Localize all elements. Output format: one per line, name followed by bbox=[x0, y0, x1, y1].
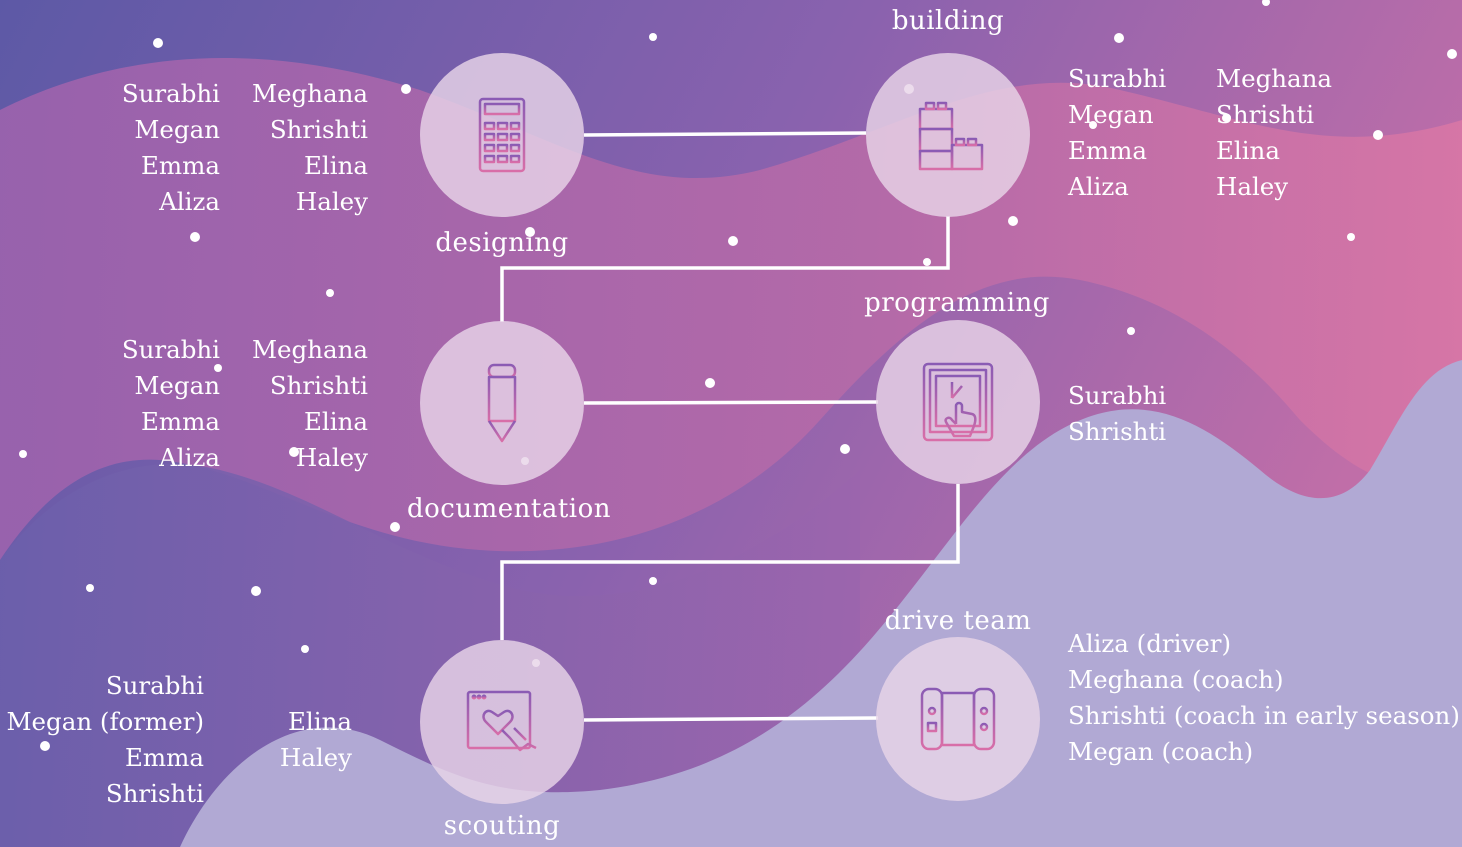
member-name: Aliza (driver) bbox=[1068, 629, 1232, 658]
building-members-col2: Meghana Shrishti Elina Haley bbox=[1216, 61, 1332, 205]
member-name: Shrishti (coach in early season) bbox=[1068, 701, 1460, 730]
member-name: Megan (coach) bbox=[1068, 737, 1254, 766]
game-controller-icon bbox=[920, 687, 996, 751]
member-name: Meghana bbox=[251, 79, 368, 108]
member-name: Surabhi bbox=[1068, 64, 1167, 93]
member-name: Shrishti bbox=[1068, 417, 1167, 446]
drive-team-members: Aliza (driver) Meghana (coach) Shrishti … bbox=[1068, 626, 1460, 770]
programming-label: programming bbox=[864, 288, 1050, 318]
member-name: Megan (former) bbox=[6, 707, 204, 736]
member-name: Surabhi bbox=[121, 79, 220, 108]
member-name: Emma bbox=[141, 407, 220, 436]
member-name: Emma bbox=[141, 151, 220, 180]
documentation-members-col2: Meghana Shrishti Elina Haley bbox=[252, 332, 368, 476]
scouting-node bbox=[420, 640, 584, 804]
member-name: Haley bbox=[295, 443, 368, 472]
scouting-members-col2: Elina Haley bbox=[280, 704, 352, 776]
scouting-label: scouting bbox=[443, 811, 561, 841]
member-name: Megan bbox=[134, 371, 220, 400]
programming-members: Surabhi Shrishti bbox=[1068, 378, 1166, 450]
member-name: Elina bbox=[288, 707, 352, 736]
member-name: Aliza bbox=[159, 187, 220, 216]
member-name: Shrishti bbox=[269, 115, 368, 144]
building-label: building bbox=[891, 6, 1005, 36]
building-node bbox=[866, 53, 1030, 217]
member-name: Emma bbox=[125, 743, 204, 772]
member-name: Elina bbox=[304, 407, 368, 436]
scouting-members-col1: Surabhi Megan (former) Emma Shrishti bbox=[6, 668, 204, 812]
browser-heart-icon bbox=[466, 690, 537, 752]
member-name: Meghana (coach) bbox=[1068, 665, 1284, 694]
member-name: Elina bbox=[1216, 136, 1280, 165]
drive-team-label: drive team bbox=[884, 606, 1032, 636]
member-name: Surabhi bbox=[121, 335, 220, 364]
designing-node bbox=[420, 53, 584, 217]
documentation-members-col1: Surabhi Megan Emma Aliza bbox=[122, 332, 220, 476]
member-name: Meghana bbox=[1216, 64, 1333, 93]
calculator-icon bbox=[478, 97, 526, 173]
building-members-col1: Surabhi Megan Emma Aliza bbox=[1068, 61, 1166, 205]
documentation-label: documentation bbox=[406, 494, 612, 524]
member-name: Surabhi bbox=[105, 671, 204, 700]
member-name: Haley bbox=[1216, 172, 1289, 201]
member-name: Haley bbox=[279, 743, 352, 772]
tablet-touch-icon bbox=[922, 362, 994, 442]
member-name: Aliza bbox=[1068, 172, 1129, 201]
member-name: Surabhi bbox=[1068, 381, 1167, 410]
member-name: Emma bbox=[1068, 136, 1147, 165]
member-name: Elina bbox=[304, 151, 368, 180]
member-name: Haley bbox=[295, 187, 368, 216]
designing-members-col1: Surabhi Megan Emma Aliza bbox=[122, 76, 220, 220]
designing-label: designing bbox=[435, 228, 569, 258]
member-name: Megan bbox=[1068, 100, 1154, 129]
pencil-icon bbox=[487, 363, 517, 443]
blocks-icon bbox=[918, 101, 984, 171]
documentation-node bbox=[420, 321, 584, 485]
member-name: Shrishti bbox=[269, 371, 368, 400]
designing-members-col2: Meghana Shrishti Elina Haley bbox=[252, 76, 368, 220]
member-name: Megan bbox=[134, 115, 220, 144]
member-name: Shrishti bbox=[105, 779, 204, 808]
member-name: Shrishti bbox=[1216, 100, 1315, 129]
programming-node bbox=[876, 320, 1040, 484]
drive-team-node bbox=[876, 637, 1040, 801]
member-name: Aliza bbox=[159, 443, 220, 472]
member-name: Meghana bbox=[251, 335, 368, 364]
